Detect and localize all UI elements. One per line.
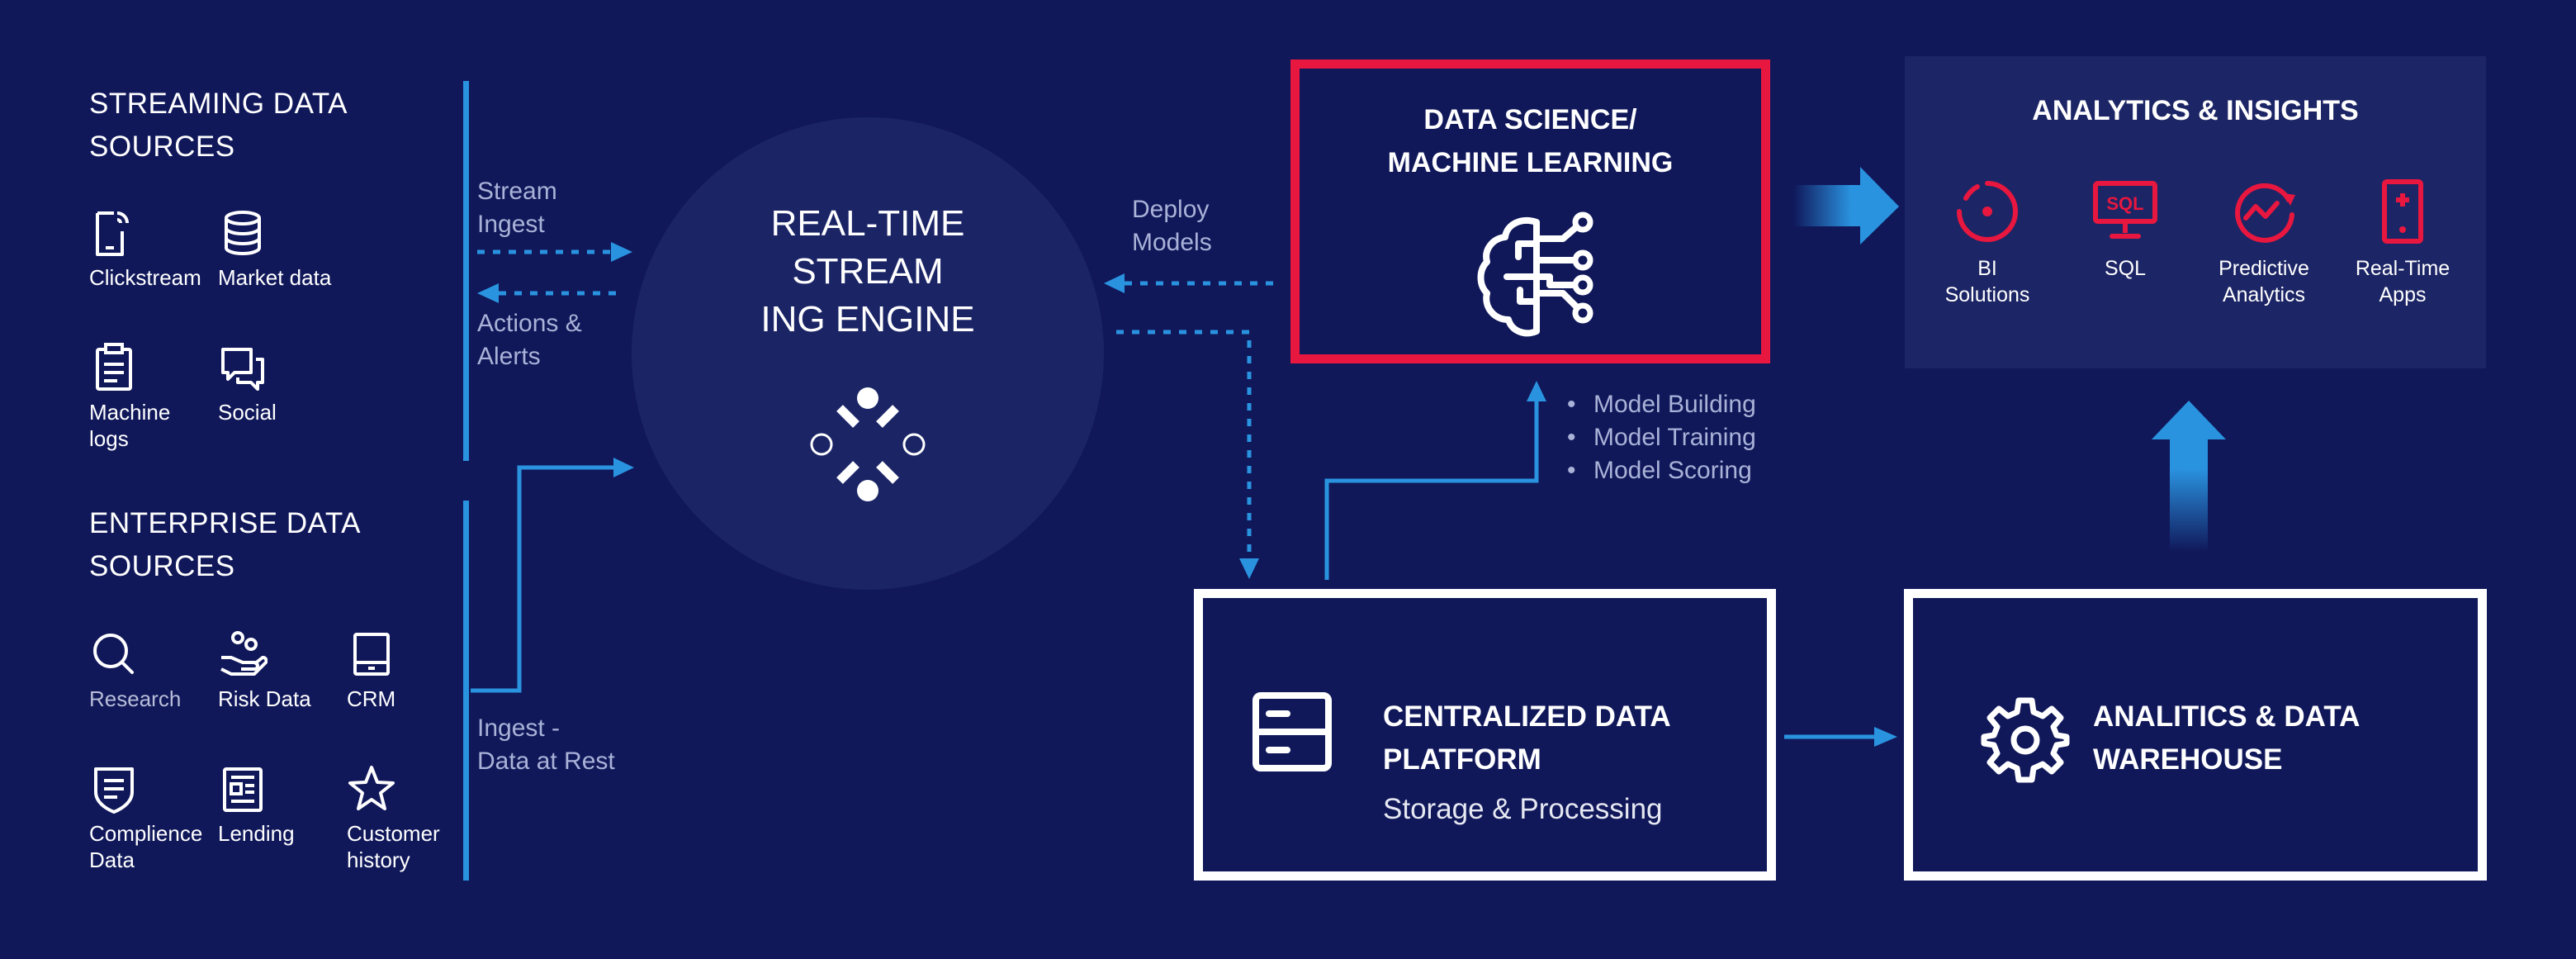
source-machine-logs[interactable]: Machine logs bbox=[89, 341, 238, 452]
engine-to-platform-arrow bbox=[1116, 330, 1259, 579]
platform-title: CENTRALIZED DATA PLATFORM bbox=[1383, 700, 1671, 776]
mobile-phone-icon bbox=[96, 211, 129, 256]
source-clickstream[interactable]: Clickstream bbox=[89, 207, 238, 291]
clipboard-icon bbox=[96, 343, 132, 391]
analytics-warehouse-box[interactable]: ANALITICS & DATA WAREHOUSE bbox=[1904, 589, 2487, 881]
ingest-rest-label: Ingest - Data at Rest bbox=[477, 715, 615, 775]
source-lending[interactable]: Lending bbox=[218, 762, 367, 847]
star-icon bbox=[348, 766, 395, 810]
stream-engine-icon bbox=[810, 387, 926, 501]
streaming-engine-node[interactable]: REAL-TIME STREAM ING ENGINE bbox=[632, 117, 1104, 590]
database-icon bbox=[225, 211, 261, 255]
magnifier-icon bbox=[93, 634, 134, 674]
source-market-data[interactable]: Market data bbox=[218, 207, 367, 291]
streaming-sources-title: STREAMING DATA SOURCES bbox=[89, 88, 348, 163]
shield-document-icon bbox=[94, 767, 134, 814]
svg-text:SQL: SQL bbox=[2106, 193, 2143, 214]
analytics-item-realtime[interactable]: Real-Time Apps bbox=[2341, 178, 2465, 308]
streaming-engine-title: REAL-TIME STREAM ING ENGINE bbox=[760, 203, 975, 339]
source-social[interactable]: Social bbox=[218, 341, 367, 425]
chat-bubbles-icon bbox=[221, 348, 264, 391]
ml-title: DATA SCIENCE/ MACHINE LEARNING bbox=[1387, 104, 1674, 178]
source-crm[interactable]: CRM bbox=[347, 628, 495, 712]
platform-to-warehouse-arrow bbox=[1784, 727, 1897, 747]
tablet-icon bbox=[2382, 179, 2423, 244]
analytics-item-predictive[interactable]: Predictive Analytics bbox=[2202, 178, 2326, 308]
ml-bullet-list: Model Building Model Training Model Scor… bbox=[1567, 388, 1756, 487]
predictive-gauge-icon bbox=[2235, 183, 2295, 243]
streaming-bus-bar bbox=[463, 81, 469, 461]
enterprise-sources-title: ENTERPRISE DATA SOURCES bbox=[89, 507, 362, 582]
gear-icon bbox=[1981, 697, 2070, 783]
target-icon bbox=[1957, 181, 2018, 242]
newspaper-icon bbox=[223, 767, 263, 812]
ml-bullet-item: Model Building bbox=[1567, 388, 1756, 421]
ingest-rest-arrow bbox=[471, 458, 634, 693]
server-icon bbox=[1252, 692, 1332, 771]
source-research[interactable]: Research bbox=[89, 628, 238, 712]
actions-alerts-label: Actions & Alerts bbox=[477, 310, 582, 370]
platform-subtitle: Storage & Processing bbox=[1383, 793, 1663, 825]
ml-to-analytics-arrow bbox=[1793, 167, 1899, 244]
source-customer-history[interactable]: Customer history bbox=[347, 762, 495, 873]
centralized-platform-box[interactable]: CENTRALIZED DATA PLATFORM Storage & Proc… bbox=[1194, 589, 1776, 881]
monitor-icon bbox=[353, 633, 390, 676]
hand-coins-icon bbox=[220, 631, 268, 676]
source-risk-data[interactable]: Risk Data bbox=[218, 628, 367, 712]
enterprise-bus-bar bbox=[463, 501, 469, 881]
sql-monitor-icon: SQL bbox=[2093, 181, 2157, 239]
stream-ingest-arrow bbox=[477, 242, 632, 262]
actions-alerts-arrow bbox=[477, 283, 623, 303]
stream-ingest-label: Stream Ingest bbox=[477, 178, 557, 238]
ml-bullet-item: Model Training bbox=[1567, 421, 1756, 454]
warehouse-to-analytics-arrow bbox=[2152, 401, 2226, 552]
deploy-models-label: Deploy Models bbox=[1132, 196, 1212, 256]
data-science-ml-box[interactable]: DATA SCIENCE/ MACHINE LEARNING bbox=[1290, 59, 1770, 363]
analytics-item-sql[interactable]: SQL SQL bbox=[2063, 178, 2187, 282]
brain-circuit-icon bbox=[1477, 211, 1593, 337]
analytics-insights-panel: ANALYTICS & INSIGHTS BI Solutions SQL SQ… bbox=[1905, 56, 2486, 368]
source-complience-data[interactable]: Complience Data bbox=[89, 762, 238, 873]
platform-to-ml-arrow bbox=[1324, 381, 1546, 580]
warehouse-title: ANALITICS & DATA WAREHOUSE bbox=[2093, 700, 2361, 776]
analytics-item-bi[interactable]: BI Solutions bbox=[1925, 178, 2049, 308]
deploy-models-arrow bbox=[1104, 273, 1276, 293]
ml-bullet-item: Model Scoring bbox=[1567, 454, 1756, 487]
analytics-title: ANALYTICS & INSIGHTS bbox=[2032, 95, 2359, 126]
